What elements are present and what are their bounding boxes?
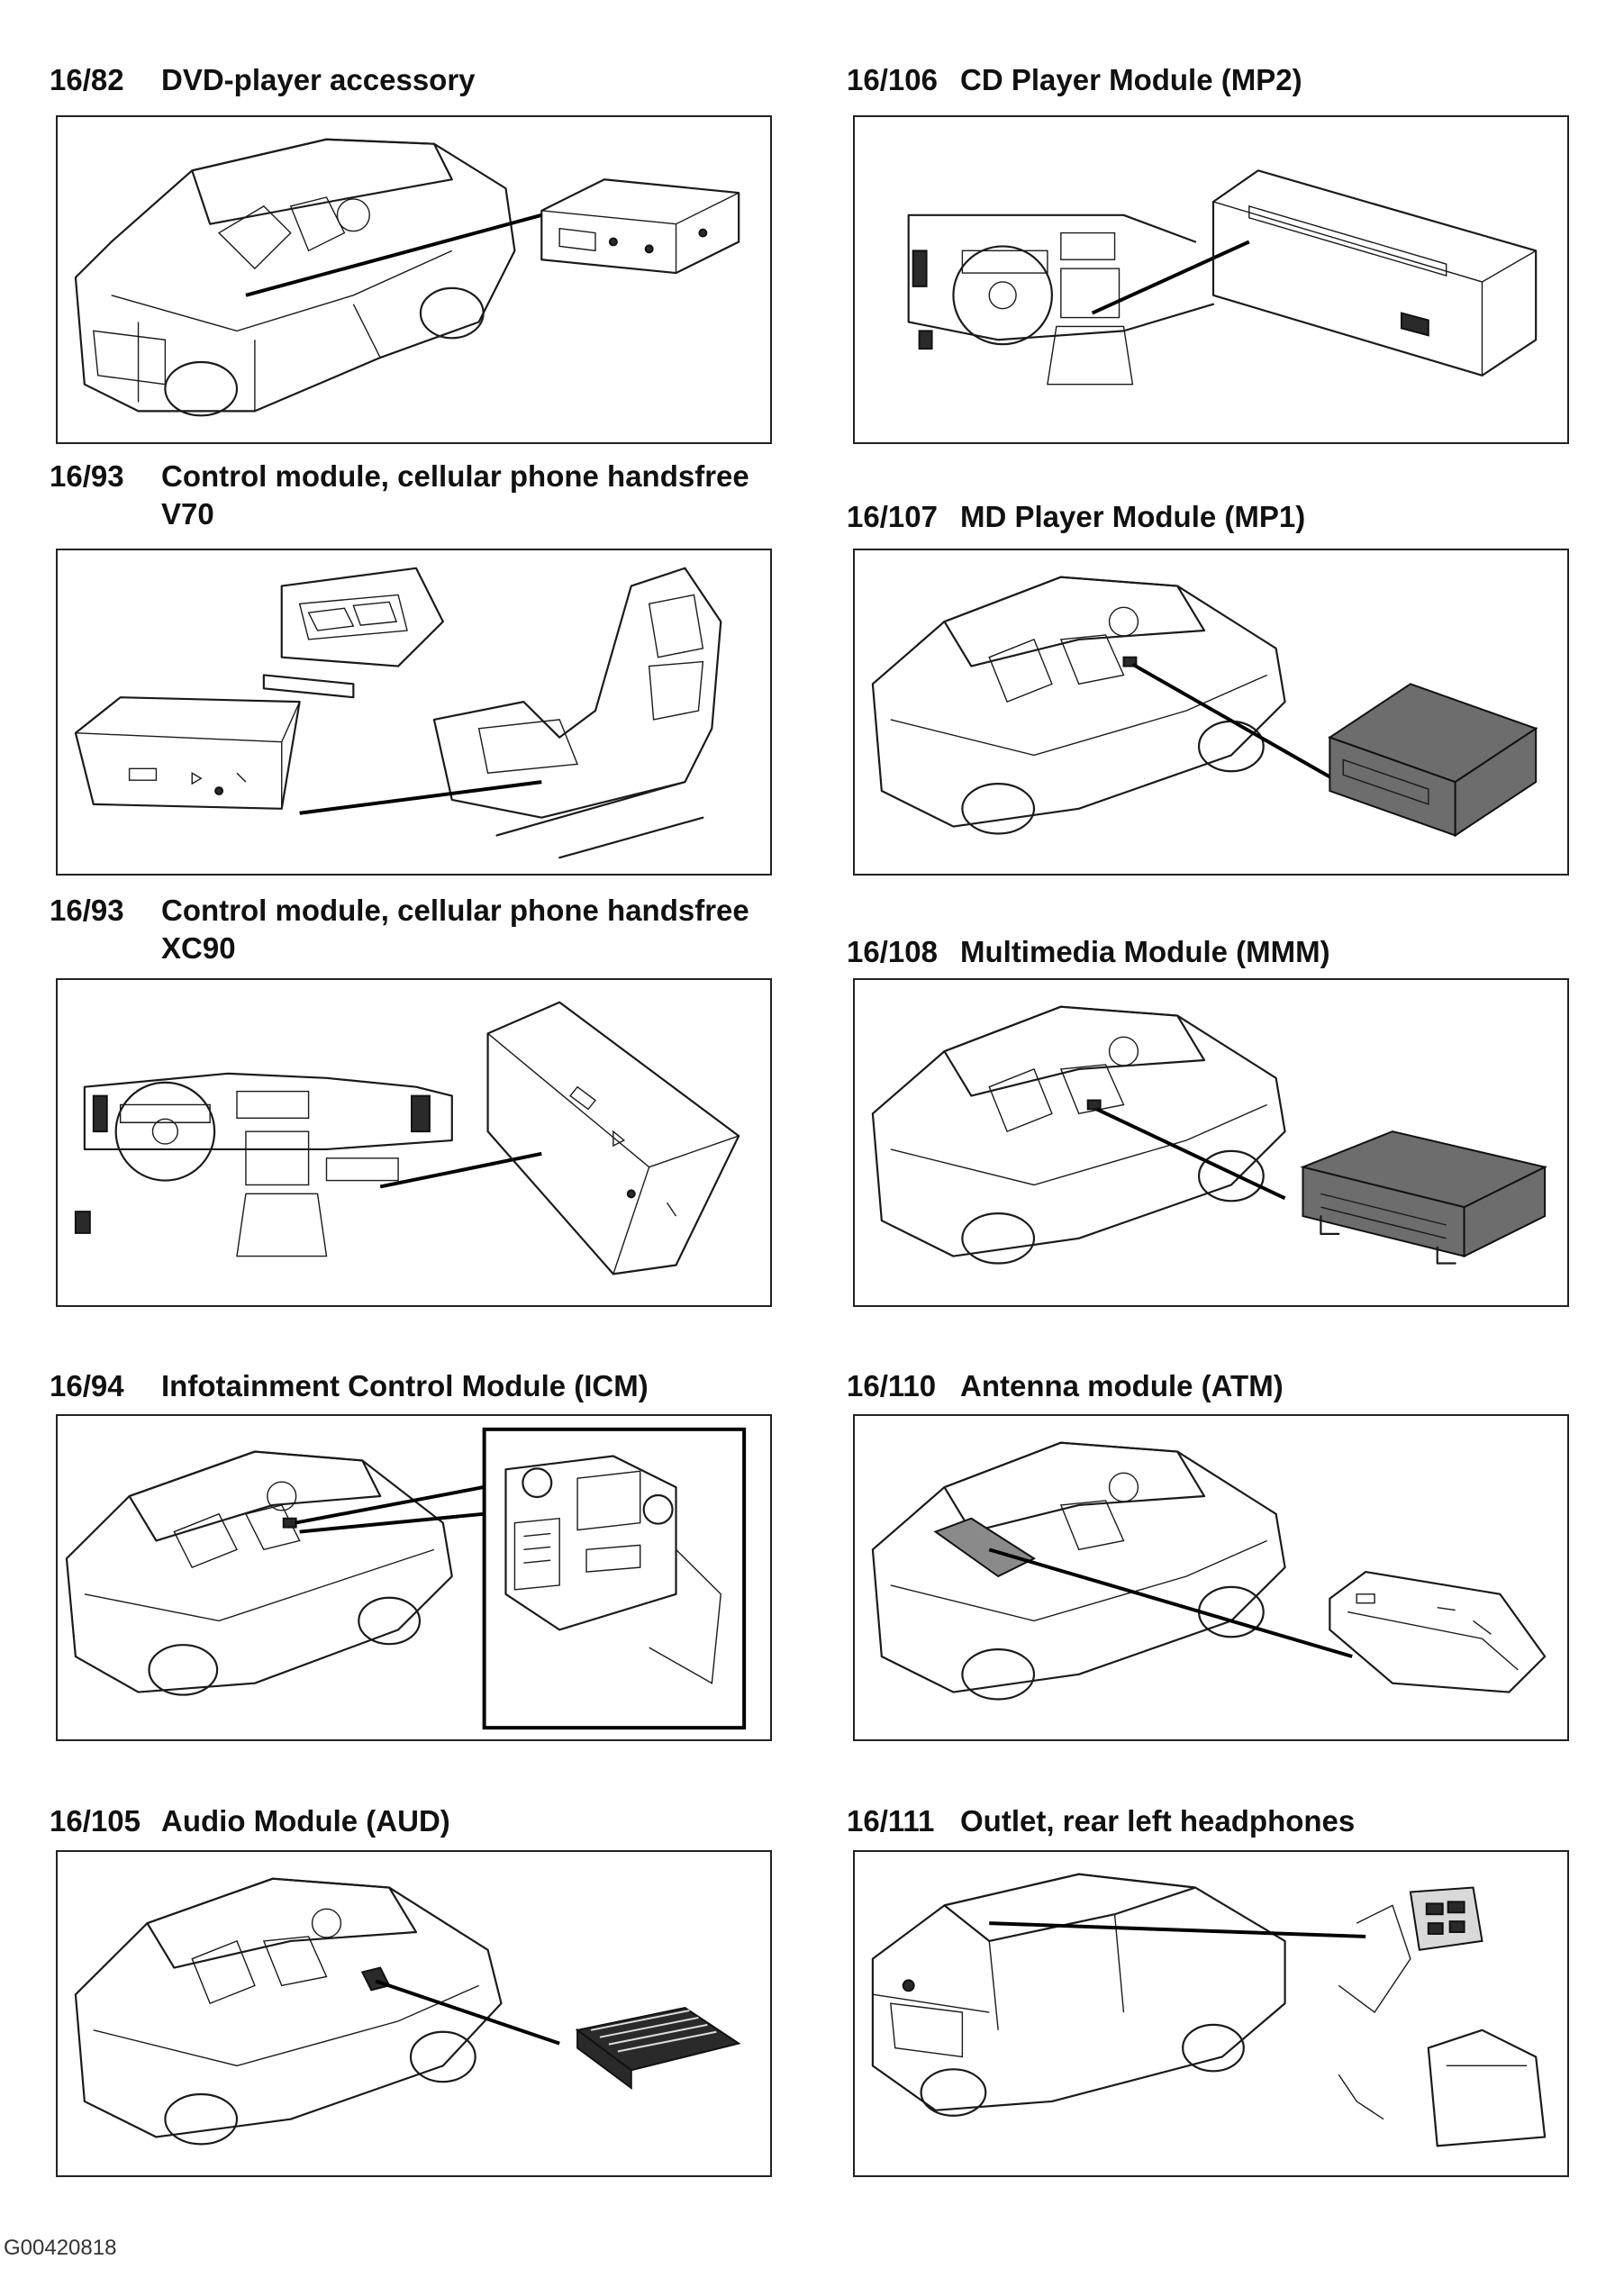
dvd-player-illustration bbox=[56, 115, 772, 444]
leader-line bbox=[1131, 662, 1340, 784]
section-heading: 16/111 Outlet, rear left headphones bbox=[847, 1802, 1355, 1840]
leader-line bbox=[1095, 1107, 1286, 1201]
multimedia-module-box bbox=[1300, 1130, 1548, 1265]
car-outline bbox=[74, 1877, 503, 2146]
cd-module-box bbox=[1211, 169, 1538, 377]
car-outline bbox=[871, 1441, 1286, 1701]
icm-illustration bbox=[56, 1414, 772, 1741]
cd-player-illustration bbox=[853, 115, 1569, 444]
section-subtitle: V70 bbox=[161, 497, 214, 531]
leader-line bbox=[989, 1921, 1366, 1938]
md-module-box bbox=[1328, 683, 1538, 838]
dashboard bbox=[907, 213, 1215, 386]
section-heading: 16/93 Control module, cellular phone han… bbox=[50, 892, 749, 965]
section-title: MD Player Module (MP1) bbox=[960, 500, 1306, 533]
section-number: 16/110 bbox=[847, 1369, 937, 1402]
handsfree-xc90-illustration bbox=[56, 978, 772, 1307]
audio-amplifier bbox=[575, 2007, 741, 2091]
section-number: 16/94 bbox=[50, 1369, 124, 1402]
multimedia-module-illustration bbox=[853, 978, 1569, 1307]
handsfree-v70-illustration bbox=[56, 549, 772, 876]
section-number: 16/107 bbox=[847, 500, 938, 533]
car-outline bbox=[871, 1873, 1286, 2117]
dvd-module bbox=[540, 178, 740, 275]
leader-line bbox=[299, 1511, 484, 1534]
car-outline bbox=[65, 1450, 453, 1696]
car-outline bbox=[871, 1005, 1286, 1265]
section-heading: 16/93 Control module, cellular phone han… bbox=[50, 458, 749, 531]
audio-module-illustration bbox=[56, 1850, 772, 2177]
headphone-outlet-illustration bbox=[853, 1850, 1569, 2177]
front-seat bbox=[262, 567, 444, 699]
section-number: 16/93 bbox=[50, 459, 124, 493]
section-number: 16/105 bbox=[50, 1804, 141, 1838]
section-title: Control module, cellular phone handsfree bbox=[161, 459, 749, 493]
car-outline bbox=[871, 576, 1286, 835]
leader-line bbox=[299, 780, 542, 815]
md-player-illustration bbox=[853, 549, 1569, 876]
antenna-module-illustration bbox=[853, 1414, 1569, 1741]
car-outline bbox=[74, 138, 516, 417]
rear-seat-detail bbox=[1338, 1904, 1547, 2147]
section-number: 16/111 bbox=[847, 1804, 935, 1838]
rear-seat bbox=[432, 567, 722, 859]
figure-code: G00420818 bbox=[4, 2236, 117, 2260]
dashboard bbox=[74, 1072, 453, 1257]
icm-panel-inset bbox=[482, 1427, 747, 1730]
handsfree-module bbox=[486, 1001, 740, 1275]
section-title: Infotainment Control Module (ICM) bbox=[161, 1369, 649, 1402]
section-title: Audio Module (AUD) bbox=[161, 1804, 450, 1838]
section-heading: 16/94 Infotainment Control Module (ICM) bbox=[50, 1367, 649, 1405]
handsfree-module bbox=[74, 696, 301, 810]
section-title: Multimedia Module (MMM) bbox=[960, 935, 1330, 968]
section-title: CD Player Module (MP2) bbox=[960, 63, 1302, 96]
section-number: 16/106 bbox=[847, 63, 938, 96]
section-number: 16/82 bbox=[50, 63, 124, 96]
section-title: DVD-player accessory bbox=[161, 63, 476, 96]
section-title: Control module, cellular phone handsfree bbox=[161, 894, 749, 927]
leader-line bbox=[379, 1151, 542, 1189]
leader-line bbox=[988, 1547, 1353, 1658]
antenna-module bbox=[1329, 1570, 1547, 1693]
section-heading: 16/105 Audio Module (AUD) bbox=[50, 1802, 450, 1840]
section-heading: 16/108 Multimedia Module (MMM) bbox=[847, 933, 1330, 971]
section-number: 16/93 bbox=[50, 894, 124, 927]
headphone-outlet bbox=[1409, 1886, 1483, 1951]
section-title: Outlet, rear left headphones bbox=[960, 1804, 1356, 1838]
section-heading: 16/82 DVD-player accessory bbox=[50, 61, 476, 99]
leader-line bbox=[295, 1485, 484, 1525]
section-title: Antenna module (ATM) bbox=[960, 1369, 1284, 1402]
section-subtitle: XC90 bbox=[161, 931, 236, 965]
leader-line bbox=[245, 213, 542, 297]
section-number: 16/108 bbox=[847, 935, 938, 968]
section-heading: 16/110 Antenna module (ATM) bbox=[847, 1367, 1284, 1405]
leader-line bbox=[375, 1979, 560, 2046]
section-heading: 16/107 MD Player Module (MP1) bbox=[847, 498, 1305, 536]
section-heading: 16/106 CD Player Module (MP2) bbox=[847, 61, 1302, 99]
leader-line bbox=[1091, 240, 1250, 315]
